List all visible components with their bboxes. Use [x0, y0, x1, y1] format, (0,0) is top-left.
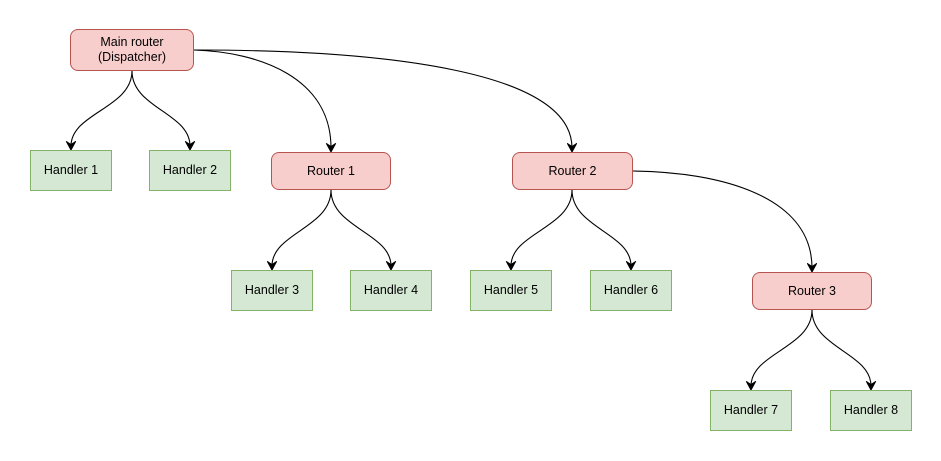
edge-r2-to-h5 [505, 189, 573, 271]
edge-line [750, 309, 813, 387]
edge-line [193, 49, 332, 149]
edge-r1-to-h4 [330, 189, 397, 271]
arrow-head-icon [184, 141, 196, 151]
edge-line [632, 170, 813, 269]
edge-main-to-h2 [131, 70, 196, 151]
edge-main-to-h1 [65, 70, 133, 151]
edge-line [510, 189, 573, 267]
node-label: Handler 4 [363, 283, 419, 297]
node-h1[interactable]: Handler 1 [30, 150, 112, 191]
edge-main-to-r2 [193, 49, 578, 153]
edge-line [193, 49, 573, 149]
node-label: Handler 2 [162, 163, 218, 177]
edge-r3-to-h7 [745, 309, 813, 391]
node-r1[interactable]: Router 1 [271, 152, 391, 190]
arrow-head-icon [865, 381, 877, 391]
node-label: Handler 7 [723, 403, 779, 417]
arrow-head-icon [325, 143, 337, 153]
node-h2[interactable]: Handler 2 [149, 150, 231, 191]
node-label: Router 3 [788, 283, 836, 298]
node-h6[interactable]: Handler 6 [590, 270, 672, 311]
node-label: Handler 1 [43, 163, 99, 177]
edge-line [70, 70, 133, 147]
arrow-head-icon [65, 141, 77, 151]
edge-line [330, 189, 392, 267]
edge-r2-to-h6 [571, 189, 637, 271]
edge-r3-to-h8 [811, 309, 877, 391]
node-label: Main router (Dispatcher) [97, 35, 167, 64]
arrow-head-icon [266, 261, 278, 271]
node-r2[interactable]: Router 2 [512, 152, 633, 190]
node-h3[interactable]: Handler 3 [231, 270, 313, 311]
edge-line [131, 70, 191, 147]
node-h4[interactable]: Handler 4 [350, 270, 432, 311]
arrow-head-icon [385, 261, 397, 271]
edge-line [271, 189, 332, 267]
edge-line [571, 189, 632, 267]
node-label: Router 1 [307, 163, 355, 178]
edge-line [811, 309, 872, 387]
node-h7[interactable]: Handler 7 [710, 390, 792, 431]
node-label: Handler 3 [244, 283, 300, 297]
node-label: Router 2 [548, 163, 597, 178]
node-r3[interactable]: Router 3 [752, 272, 872, 310]
node-h8[interactable]: Handler 8 [830, 390, 912, 431]
arrow-head-icon [745, 381, 757, 391]
node-main[interactable]: Main router (Dispatcher) [70, 29, 194, 71]
node-label: Handler 8 [843, 403, 899, 417]
node-label: Handler 6 [603, 283, 659, 297]
node-h5[interactable]: Handler 5 [470, 270, 552, 311]
arrow-head-icon [806, 263, 818, 273]
arrow-head-icon [505, 261, 517, 271]
arrow-head-icon [625, 261, 637, 271]
edge-r1-to-h3 [266, 189, 332, 271]
edge-main-to-r1 [193, 49, 337, 153]
edge-r2-to-r3 [632, 170, 818, 273]
arrow-head-icon [566, 143, 578, 153]
node-label: Handler 5 [483, 283, 539, 297]
